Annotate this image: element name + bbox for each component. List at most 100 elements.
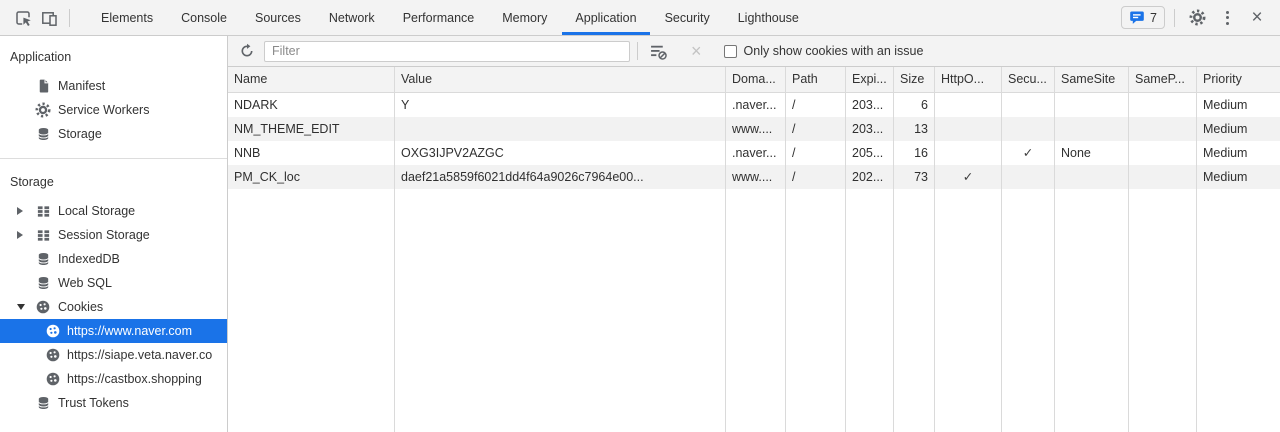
chevron-right-icon[interactable]	[14, 207, 35, 215]
cookie-expires-cell[interactable]: 202...	[846, 165, 894, 189]
tab-sources[interactable]: Sources	[254, 10, 301, 25]
sidebar-item-service-workers[interactable]: Service Workers	[0, 98, 227, 122]
cookie-httponly-cell[interactable]: ✓	[935, 165, 1002, 189]
cookie-domain-cell[interactable]: www....	[726, 117, 786, 141]
cookie-size-cell[interactable]: 13	[894, 117, 935, 141]
tab-console[interactable]: Console	[181, 10, 227, 25]
cookies-toolbar: × Only show cookies with an issue	[228, 36, 1280, 67]
cookie-value-cell[interactable]: OXG3IJPV2AZGC	[395, 141, 726, 165]
table-row[interactable]: NM_THEME_EDIT www.... / 203... 13 Medium	[228, 117, 1280, 141]
cookie-value-cell[interactable]	[395, 117, 726, 141]
tab-performance[interactable]: Performance	[402, 10, 475, 25]
refresh-icon[interactable]	[234, 38, 260, 64]
cookie-value-cell[interactable]: Y	[395, 93, 726, 117]
more-options-kebab-icon[interactable]	[1214, 5, 1240, 31]
cookie-size-cell[interactable]: 16	[894, 141, 935, 165]
cookie-expires-cell[interactable]: 203...	[846, 93, 894, 117]
column-header-expires[interactable]: Expi...	[846, 67, 894, 92]
cookies-table: Name Value Doma... Path Expi... Size Htt…	[228, 67, 1280, 432]
cookie-samesite-cell[interactable]	[1055, 117, 1129, 141]
column-header-path[interactable]: Path	[786, 67, 846, 92]
column-header-value[interactable]: Value	[395, 67, 726, 92]
tab-network[interactable]: Network	[328, 10, 375, 25]
cookie-expires-cell[interactable]: 203...	[846, 117, 894, 141]
cookie-priority-cell[interactable]: Medium	[1203, 146, 1248, 160]
application-section-title: Application	[10, 50, 72, 64]
tab-memory[interactable]: Memory	[502, 10, 548, 25]
cookie-sameparty-cell[interactable]	[1129, 93, 1197, 117]
cookie-sameparty-cell[interactable]	[1129, 165, 1197, 189]
cookie-secure-cell[interactable]	[1002, 93, 1055, 117]
cookie-sameparty-cell[interactable]	[1129, 141, 1197, 165]
cookie-httponly-cell[interactable]	[935, 93, 1002, 117]
only-issue-label[interactable]: Only show cookies with an issue	[743, 44, 924, 58]
cookie-samesite-cell[interactable]	[1055, 93, 1129, 117]
cookie-path-cell[interactable]: /	[786, 141, 846, 165]
column-header-size[interactable]: Size	[894, 67, 935, 92]
chevron-down-icon[interactable]	[14, 304, 35, 310]
device-toolbar-icon[interactable]	[36, 5, 62, 31]
settings-gear-icon[interactable]	[1184, 5, 1210, 31]
cookie-secure-cell[interactable]	[1002, 117, 1055, 141]
column-header-name[interactable]: Name	[228, 67, 395, 92]
cookie-secure-cell[interactable]: ✓	[1002, 141, 1055, 165]
cookie-samesite-cell[interactable]	[1055, 165, 1129, 189]
column-header-httponly[interactable]: HttpO...	[935, 67, 1002, 92]
sidebar-item-session-storage[interactable]: Session Storage	[0, 223, 227, 247]
filter-input[interactable]	[264, 40, 630, 62]
cookie-size-cell[interactable]: 73	[894, 165, 935, 189]
only-issue-checkbox[interactable]	[723, 44, 737, 58]
cookie-path-cell[interactable]: /	[786, 93, 846, 117]
cookie-domain-cell[interactable]: .naver...	[726, 141, 786, 165]
cookie-name-cell[interactable]: NM_THEME_EDIT	[228, 117, 395, 141]
sidebar-item-indexeddb[interactable]: IndexedDB	[0, 247, 227, 271]
cookie-secure-cell[interactable]	[1002, 165, 1055, 189]
column-header-domain[interactable]: Doma...	[726, 67, 786, 92]
tab-lighthouse[interactable]: Lighthouse	[737, 10, 799, 25]
close-devtools-icon[interactable]: ×	[1251, 7, 1263, 28]
cookie-value-cell[interactable]: daef21a5859f6021dd4f64a9026c7964e00...	[395, 165, 726, 189]
sidebar-item-web-sql[interactable]: Web SQL	[0, 271, 227, 295]
cookie-icon	[45, 347, 61, 363]
inspect-element-icon[interactable]	[10, 5, 36, 31]
cookie-origin-www-naver-com[interactable]: https://www.naver.com	[0, 319, 227, 343]
cookie-samesite-cell[interactable]: None	[1055, 141, 1129, 165]
cookie-size-cell[interactable]: 6	[894, 93, 935, 117]
clear-filter-icon[interactable]	[645, 38, 671, 64]
column-header-secure[interactable]: Secu...	[1002, 67, 1055, 92]
cookie-origin-castbox-shopping[interactable]: https://castbox.shopping	[0, 367, 227, 391]
table-row[interactable]: NDARK Y .naver... / 203... 6 Medium	[228, 93, 1280, 117]
cookie-domain-cell[interactable]: www....	[726, 165, 786, 189]
cookie-name-cell[interactable]: NDARK	[228, 93, 395, 117]
cookie-domain-cell[interactable]: .naver...	[726, 93, 786, 117]
cookie-priority-cell[interactable]: Medium	[1203, 98, 1248, 112]
tab-elements[interactable]: Elements	[101, 10, 154, 25]
tab-security[interactable]: Security	[664, 10, 710, 25]
cookie-path-cell[interactable]: /	[786, 165, 846, 189]
console-messages-badge[interactable]: 7	[1121, 6, 1165, 29]
table-row[interactable]: NNB OXG3IJPV2AZGC .naver... / 205... 16 …	[228, 141, 1280, 165]
table-row[interactable]: PM_CK_loc daef21a5859f6021dd4f64a9026c79…	[228, 165, 1280, 189]
cookie-priority-cell[interactable]: Medium	[1203, 122, 1248, 136]
tab-application[interactable]: Application	[562, 0, 650, 35]
cookie-httponly-cell[interactable]	[935, 117, 1002, 141]
cookie-path-cell[interactable]: /	[786, 117, 846, 141]
column-header-samesite[interactable]: SameSite	[1055, 67, 1129, 92]
chevron-right-icon[interactable]	[14, 231, 35, 239]
column-header-sameparty[interactable]: SameP...	[1129, 67, 1197, 92]
cookie-name-cell[interactable]: PM_CK_loc	[228, 165, 395, 189]
cookie-httponly-cell[interactable]	[935, 141, 1002, 165]
sidebar-item-cookies[interactable]: Cookies	[0, 295, 227, 319]
cookie-name-cell[interactable]: NNB	[228, 141, 395, 165]
delete-cookie-icon[interactable]: ×	[691, 41, 702, 61]
sidebar-item-trust-tokens[interactable]: Trust Tokens	[0, 391, 227, 415]
sidebar-item-storage[interactable]: Storage	[0, 122, 227, 146]
cookie-expires-cell[interactable]: 205...	[846, 141, 894, 165]
column-header-priority[interactable]: Priority	[1203, 72, 1242, 86]
sidebar-item-local-storage[interactable]: Local Storage	[0, 199, 227, 223]
cookie-priority-cell[interactable]: Medium	[1203, 170, 1248, 184]
cookie-sameparty-cell[interactable]	[1129, 117, 1197, 141]
sidebar-item-manifest[interactable]: Manifest	[0, 74, 227, 98]
cookie-origin-siape-veta-naver[interactable]: https://siape.veta.naver.co	[0, 343, 227, 367]
database-icon	[35, 126, 51, 142]
